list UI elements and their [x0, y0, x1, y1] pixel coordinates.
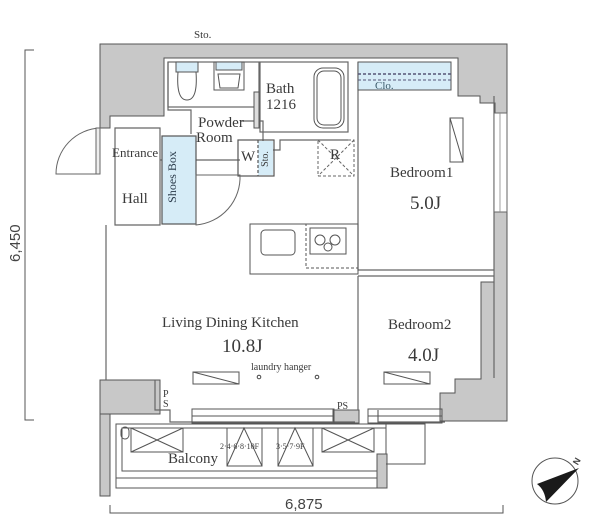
evac-floors-a-label: 2·4·6·8·10F: [220, 442, 260, 451]
entrance-door: [55, 127, 101, 175]
bath-label: Bath: [266, 81, 295, 97]
washer-space-shape: [237, 139, 275, 177]
width-dimension: 6,875: [285, 496, 323, 513]
laundry-hanger-point: [314, 374, 320, 380]
balcony-shape: [115, 423, 426, 489]
hall-label: Hall: [122, 191, 148, 207]
ps-right-label: PS: [337, 401, 349, 412]
refrigerator-shape: [317, 139, 355, 177]
kitchen-counter-shape: [249, 223, 359, 275]
bathtub-shape: [253, 67, 345, 129]
toilet-shape: [175, 61, 199, 101]
bedroom1-window: [493, 112, 508, 213]
evac-floors-b-label: 3·5·7·9F: [276, 442, 305, 451]
balcony-windows: [191, 408, 443, 424]
powder-room-label: Powder: [198, 115, 244, 131]
vanity-shape: [213, 61, 245, 91]
closet-shape: [357, 61, 452, 91]
laundry-hanger-point: [256, 374, 262, 380]
ac-units: [192, 117, 464, 385]
structural-walls: [99, 43, 508, 497]
ldk-size: 10.8J: [222, 336, 263, 357]
hall-door: [195, 174, 241, 226]
entrance-label: Entrance: [112, 145, 159, 160]
bedroom1-label: Bedroom1: [390, 165, 454, 181]
laundry-hanger-label: laundry hanger: [251, 362, 312, 373]
dimension-lines: [24, 49, 504, 514]
height-dimension: 6,450: [7, 224, 24, 262]
refrigerator-label: R: [330, 147, 341, 163]
bath-size-label: 1216: [266, 97, 296, 113]
compass-icon: [531, 457, 579, 505]
bedroom1-size: 5.0J: [410, 193, 442, 214]
ldk-label: Living Dining Kitchen: [162, 315, 299, 331]
shoes-box-label: Shoes Box: [164, 151, 179, 203]
washer-label: W: [241, 149, 256, 165]
bedroom2-label: Bedroom2: [388, 317, 452, 333]
powder-room-label-2: Room: [196, 130, 233, 146]
toilet-storage-label: Sto.: [194, 29, 212, 41]
washer-storage-label: Sto.: [259, 151, 271, 167]
closet-label: Clo.: [375, 80, 394, 92]
ps-left-label: P: [163, 389, 169, 400]
bedroom2-size: 4.0J: [408, 345, 440, 366]
balcony-label: Balcony: [168, 451, 218, 467]
shoes-box-shape: [161, 135, 197, 225]
ps-left-label-2: S: [163, 399, 169, 410]
